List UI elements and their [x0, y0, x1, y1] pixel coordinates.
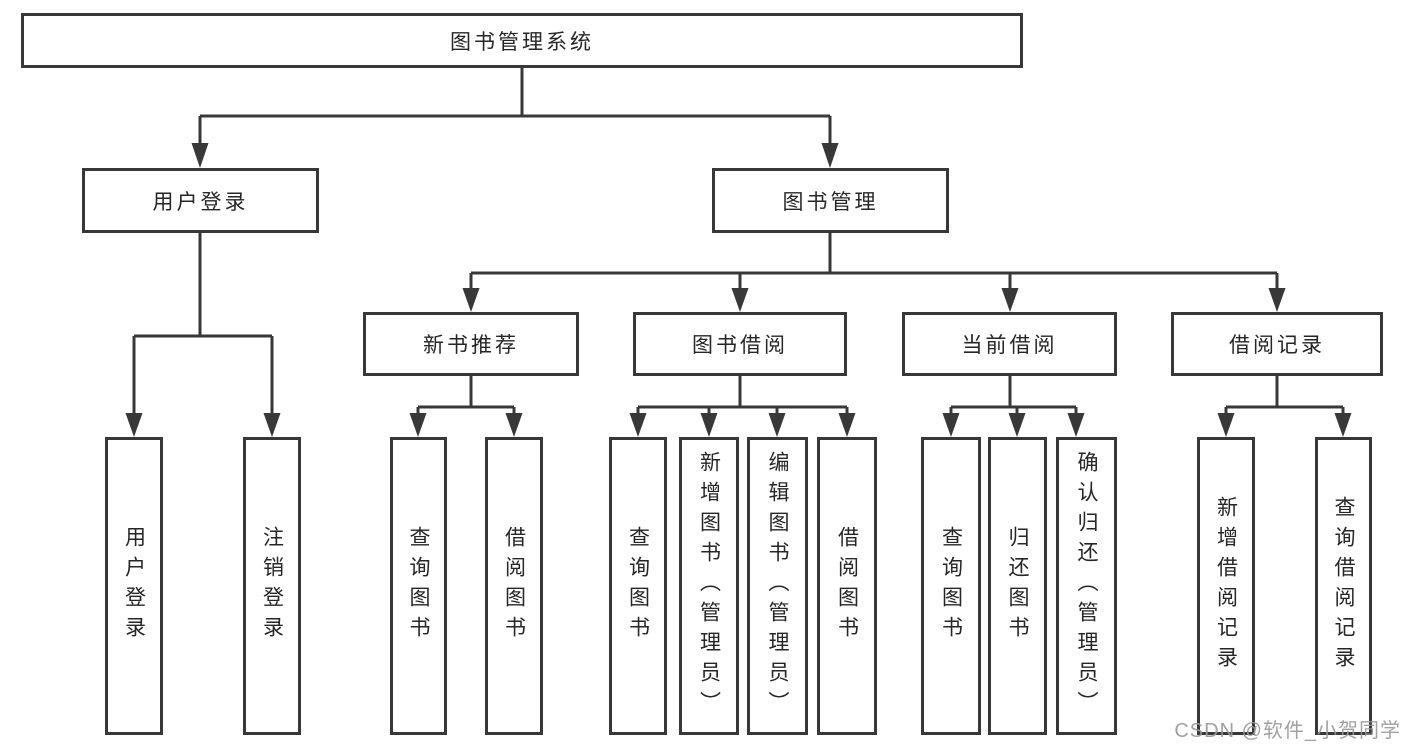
leaf-user-login: 用户登录: [105, 437, 163, 735]
leaf-logout: 注销登录: [243, 437, 301, 735]
arrowheads: [125, 143, 1352, 437]
leaf-borrowing-add-books-admin: 新增图书（管理员）: [679, 437, 739, 735]
leaf-records-add-record: 新增借阅记录: [1197, 437, 1255, 735]
leaf-newbooks-query-books: 查询图书: [390, 437, 447, 735]
node-user-login: 用户登录: [82, 168, 319, 233]
csdn-watermark: CSDN @软件_小贺同学: [1174, 720, 1401, 742]
leaf-records-query-record: 查询借阅记录: [1315, 437, 1372, 735]
leaf-current-return-books: 归还图书: [988, 437, 1047, 735]
node-root: 图书管理系统: [21, 13, 1023, 68]
node-borrow-records: 借阅记录: [1171, 312, 1383, 376]
leaf-current-query-books: 查询图书: [921, 437, 981, 735]
node-current-borrowing: 当前借阅: [902, 312, 1117, 376]
node-new-book-recommend: 新书推荐: [363, 312, 579, 376]
leaf-borrowing-borrow-books: 借阅图书: [817, 437, 877, 735]
node-book-management: 图书管理: [712, 168, 949, 233]
leaf-current-confirm-return-admin: 确认归还（管理员）: [1056, 437, 1117, 735]
leaf-borrowing-query-books: 查询图书: [609, 437, 667, 735]
leaf-newbooks-borrow-books: 借阅图书: [485, 437, 543, 735]
node-book-borrowing: 图书借阅: [633, 312, 847, 376]
leaf-borrowing-edit-books-admin: 编辑图书（管理员）: [747, 437, 808, 735]
